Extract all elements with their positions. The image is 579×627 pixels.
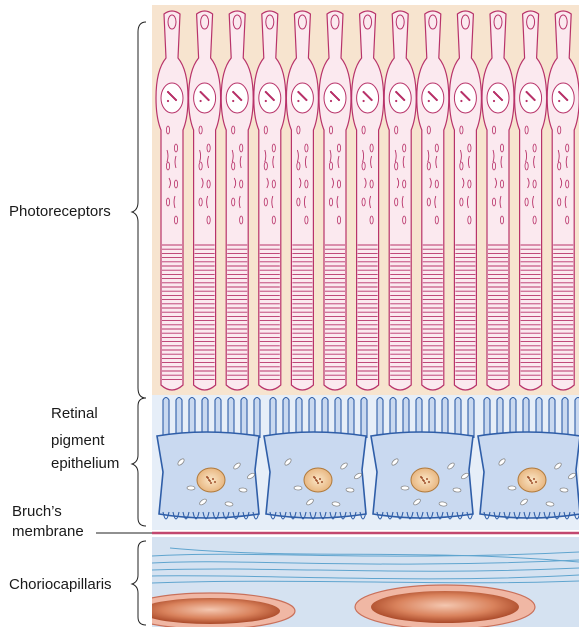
photoreceptor-cell [352,11,384,390]
photoreceptor-cell [254,11,286,390]
choriocapillaris-bracket [132,541,146,625]
capillary-right [355,585,535,627]
photoreceptor-cell [515,11,547,390]
photoreceptor-cell [449,11,481,390]
photoreceptor-cell [547,11,579,390]
rpe-label-line2: pigment [51,431,104,450]
photoreceptor-cell [417,11,449,390]
rpe-label-line1: Retinal [51,404,98,423]
photoreceptor-cell [221,11,253,390]
photoreceptor-cell [482,11,514,390]
bruchs-label-line2: membrane [12,522,84,541]
photoreceptor-cell [156,11,188,390]
photoreceptor-cell [319,11,351,390]
rpe-label-line3: epithelium [51,454,119,473]
rpe-bracket [132,398,146,526]
photoreceptors-label: Photoreceptors [9,202,111,221]
capillary-left [125,593,295,627]
photoreceptor-cell [384,11,416,390]
photoreceptor-cell [189,11,221,390]
bruchs-label-line1: Bruch’s [12,502,62,521]
photoreceptor-cell [286,11,318,390]
photoreceptors-bracket [132,22,146,398]
choriocapillaris-label: Choriocapillaris [9,575,112,594]
